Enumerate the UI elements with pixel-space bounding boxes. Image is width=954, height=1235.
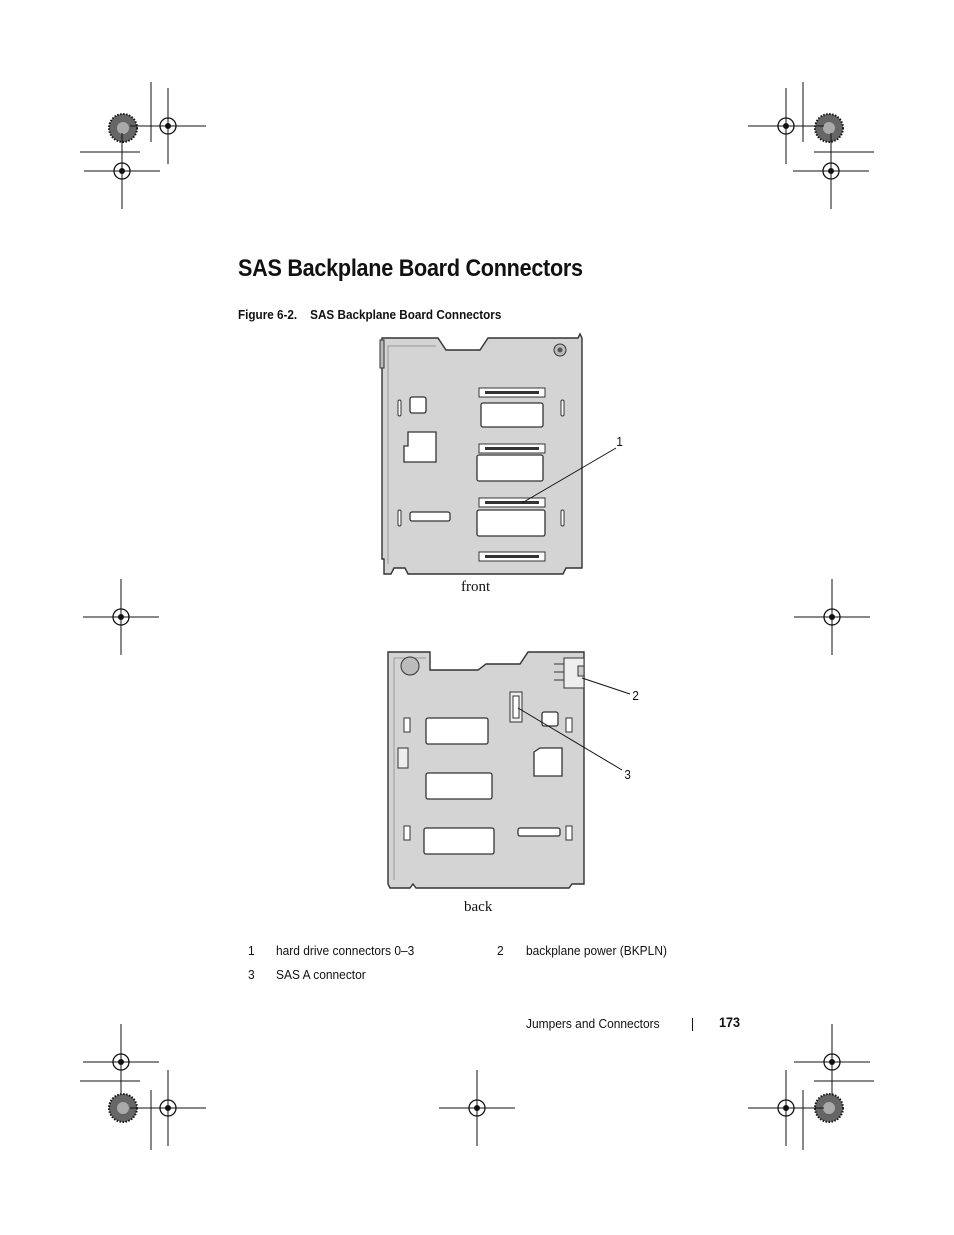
page-number: 173 — [719, 1014, 741, 1030]
callout-1: 1 — [616, 434, 623, 449]
legend-num-3: 3 — [248, 967, 255, 982]
footer-divider — [692, 1018, 693, 1031]
backplane-back-illustration — [387, 651, 631, 889]
footer-section-title: Jumpers and Connectors — [526, 1016, 660, 1031]
sas-a-connector — [509, 691, 523, 723]
hard-drive-connectors — [478, 387, 546, 562]
backplane-power-connector — [554, 657, 585, 689]
figure-caption: Figure 6-2. SAS Backplane Board Connecto… — [238, 307, 501, 322]
front-label: front — [461, 579, 491, 595]
back-label: back — [464, 899, 493, 915]
callout-2: 2 — [632, 688, 639, 703]
legend-num-1: 1 — [248, 943, 255, 958]
legend-text-3: SAS A connector — [276, 967, 366, 982]
callout-3: 3 — [624, 767, 631, 782]
figure-title: SAS Backplane Board Connectors — [310, 307, 502, 322]
legend-text-1: hard drive connectors 0–3 — [276, 943, 415, 958]
figure-number: Figure 6-2. — [238, 307, 298, 322]
page-title: SAS Backplane Board Connectors — [238, 255, 583, 282]
backplane-front-illustration — [379, 332, 617, 575]
legend-num-2: 2 — [497, 943, 504, 958]
legend-text-2: backplane power (BKPLN) — [526, 943, 667, 958]
